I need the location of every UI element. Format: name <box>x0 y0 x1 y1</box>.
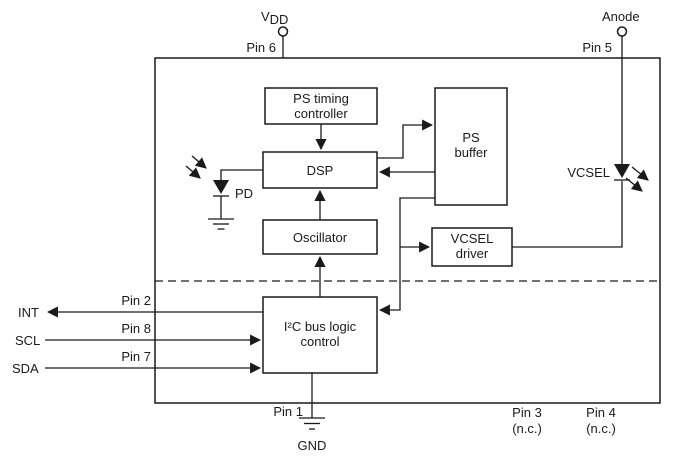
internal-wires <box>314 119 435 316</box>
pin4-label: Pin 4 <box>586 405 616 420</box>
pin2-label: Pin 2 <box>121 293 151 308</box>
oscillator-label: Oscillator <box>293 230 348 245</box>
ps-timing-label-line1: PS timing <box>293 91 349 106</box>
pin3-label: Pin 3 <box>512 405 542 420</box>
block-vcsel-driver: VCSEL driver <box>431 227 513 267</box>
ps-timing-label-line2: controller <box>294 106 348 121</box>
dsp-box <box>262 151 378 189</box>
i2c-box <box>262 296 378 374</box>
oscillator-box <box>262 219 378 255</box>
pd-light-arrow-icon <box>185 165 201 179</box>
photodiode: PD <box>185 155 263 230</box>
ps-buffer-box <box>434 87 508 206</box>
block-ps-buffer: PS buffer <box>434 87 508 206</box>
scl-pin: SCL Pin 8 <box>15 321 262 348</box>
pin5-label: Pin 5 <box>582 40 612 55</box>
anode-label: Anode <box>602 9 640 24</box>
scl-label: SCL <box>15 333 40 348</box>
gnd-label: GND <box>298 438 327 453</box>
pin7-label: Pin 7 <box>121 349 151 364</box>
pin6-label: Pin 6 <box>246 40 276 55</box>
ps-timing-box <box>264 87 378 125</box>
wire-dsp-to-ps-buffer <box>377 119 434 159</box>
pd-wire <box>220 169 263 180</box>
pin3-nc: Pin 3 (n.c.) <box>512 405 542 436</box>
block-ps-timing-controller: PS timing controller <box>264 87 378 125</box>
wire-ps-buffer-to-i2c <box>378 197 435 316</box>
vdd-label: VDD <box>261 9 288 27</box>
ps-buffer-label-line1: PS <box>462 130 480 145</box>
vcsel-emission-arrow-icon <box>625 177 643 192</box>
vcsel-driver-label-line2: driver <box>456 246 489 261</box>
pd-label: PD <box>235 186 253 201</box>
chip-boundary <box>154 57 661 404</box>
sda-pin: SDA Pin 7 <box>12 349 262 376</box>
i2c-label-line1: I²C bus logic <box>284 319 357 334</box>
vcsel-diode-triangle <box>614 164 630 178</box>
gnd-pin: Pin 1 GND <box>273 373 326 453</box>
anode-terminal: Anode Pin 5 <box>582 9 640 164</box>
i2c-label-line2: control <box>300 334 339 349</box>
pin3-nc-label: (n.c.) <box>512 421 542 436</box>
anode-terminal-circle <box>616 26 628 37</box>
vdd-terminal: VDD Pin 6 <box>246 9 288 58</box>
dsp-label: DSP <box>307 163 334 178</box>
vcsel-driver-label-line1: VCSEL <box>451 231 494 246</box>
pin4-nc: Pin 4 (n.c.) <box>586 405 616 436</box>
pin8-label: Pin 8 <box>121 321 151 336</box>
block-dsp: DSP <box>262 151 378 189</box>
pd-diode-triangle <box>213 180 229 194</box>
pd-light-arrow-icon <box>191 155 207 169</box>
vcsel-emission-arrow-icon <box>631 166 649 181</box>
ps-buffer-label-line2: buffer <box>454 145 488 160</box>
vcsel-driver-box <box>431 227 513 267</box>
int-pin: INT Pin 2 <box>18 293 263 320</box>
vdd-terminal-circle <box>277 26 289 37</box>
sda-label: SDA <box>12 361 39 376</box>
vcsel-cathode-wire <box>512 181 623 248</box>
block-oscillator: Oscillator <box>262 219 378 255</box>
vcsel-diode: VCSEL <box>512 164 649 248</box>
pin1-label: Pin 1 <box>273 404 303 419</box>
pin4-nc-label: (n.c.) <box>586 421 616 436</box>
vcsel-label: VCSEL <box>567 165 610 180</box>
int-label: INT <box>18 305 39 320</box>
block-i2c-bus-logic-control: I²C bus logic control <box>262 296 378 374</box>
